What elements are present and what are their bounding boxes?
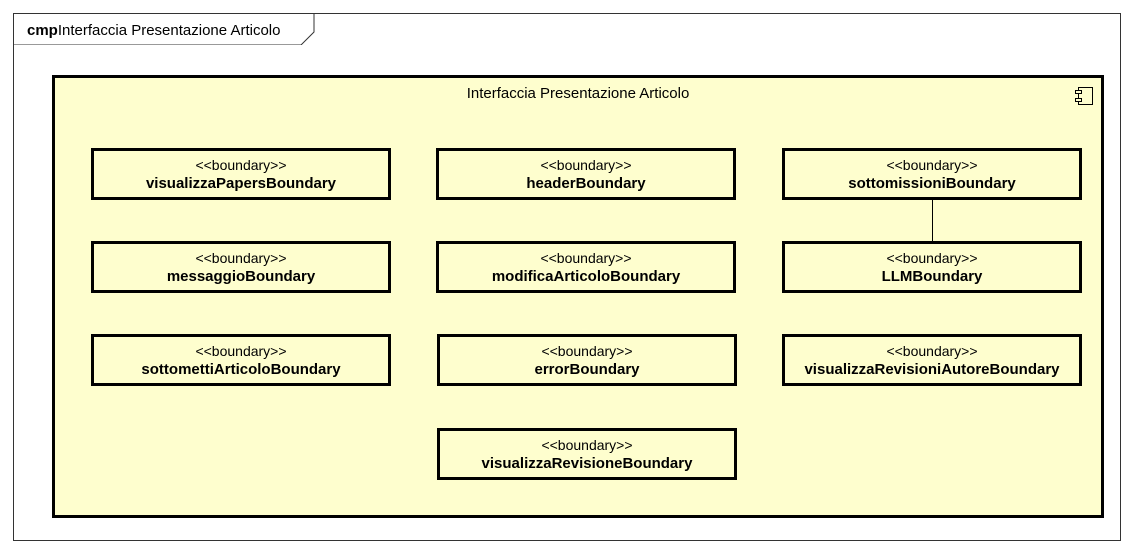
stereotype-label: <<boundary>> [886, 157, 978, 173]
boundary-messaggio[interactable]: <<boundary>> messaggioBoundary [91, 241, 391, 293]
stereotype-label: <<boundary>> [195, 157, 287, 173]
stereotype-label: <<boundary>> [540, 157, 632, 173]
association-line [932, 199, 933, 242]
stereotype-label: <<boundary>> [886, 343, 978, 359]
boundary-name: visualizzaRevisioniAutoreBoundary [804, 361, 1060, 378]
boundary-visualizza-revisioni-autore[interactable]: <<boundary>> visualizzaRevisioniAutoreBo… [782, 334, 1082, 386]
frame-tab [13, 13, 315, 45]
boundary-sottomissioni[interactable]: <<boundary>> sottomissioniBoundary [782, 148, 1082, 200]
boundary-name: visualizzaRevisioneBoundary [481, 455, 693, 472]
boundary-name: sottomettiArticoloBoundary [141, 361, 341, 378]
boundary-name: sottomissioniBoundary [848, 175, 1016, 192]
diagram-frame [13, 13, 1121, 541]
boundary-visualizza-revisione[interactable]: <<boundary>> visualizzaRevisioneBoundary [437, 428, 737, 480]
boundary-name: visualizzaPapersBoundary [145, 175, 337, 192]
stereotype-label: <<boundary>> [886, 250, 978, 266]
boundary-name: LLMBoundary [881, 268, 983, 285]
frame-title: cmpInterfaccia Presentazione Articolo [27, 22, 280, 40]
boundary-name: headerBoundary [526, 175, 646, 192]
boundary-name: messaggioBoundary [166, 268, 316, 285]
boundary-name: errorBoundary [534, 361, 640, 378]
stereotype-label: <<boundary>> [541, 437, 633, 453]
stereotype-label: <<boundary>> [540, 250, 632, 266]
frame-keyword: cmp [27, 22, 58, 39]
boundary-visualizza-papers[interactable]: <<boundary>> visualizzaPapersBoundary [91, 148, 391, 200]
frame-name: Interfaccia Presentazione Articolo [57, 22, 281, 39]
boundary-error[interactable]: <<boundary>> errorBoundary [437, 334, 737, 386]
stereotype-label: <<boundary>> [195, 250, 287, 266]
boundary-llm[interactable]: <<boundary>> LLMBoundary [782, 241, 1082, 293]
boundary-name: modificaArticoloBoundary [491, 268, 681, 285]
boundary-modifica-articolo[interactable]: <<boundary>> modificaArticoloBoundary [436, 241, 736, 293]
boundary-sottometti-articolo[interactable]: <<boundary>> sottomettiArticoloBoundary [91, 334, 391, 386]
boundary-header[interactable]: <<boundary>> headerBoundary [436, 148, 736, 200]
component-title: Interfaccia Presentazione Articolo [466, 85, 690, 102]
stereotype-label: <<boundary>> [195, 343, 287, 359]
stereotype-label: <<boundary>> [541, 343, 633, 359]
component-icon [1074, 86, 1094, 106]
